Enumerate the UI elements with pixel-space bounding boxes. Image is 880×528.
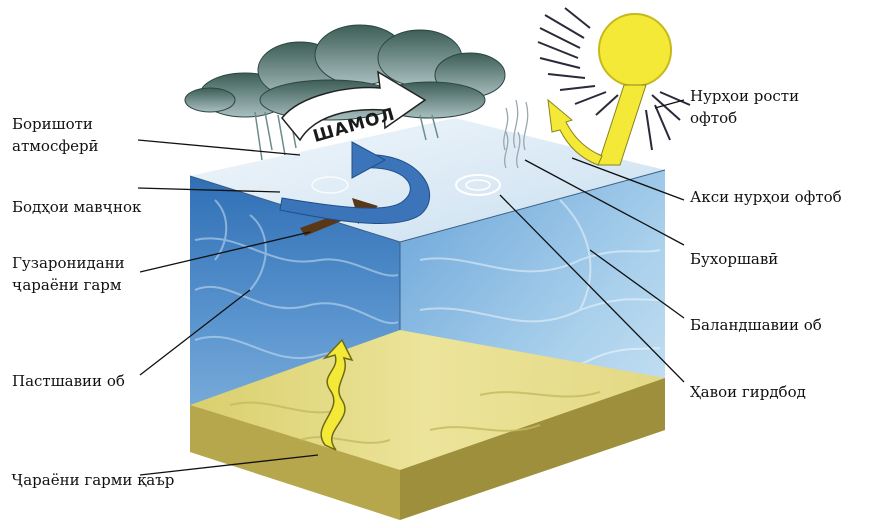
label-reflected-rays: Акси нурҳои офтоб bbox=[690, 188, 842, 206]
sand-side-left bbox=[190, 405, 400, 520]
label-evaporation: Бухоршавӣ bbox=[690, 250, 779, 268]
leader-vortex bbox=[499, 194, 685, 383]
leader-geothermal bbox=[139, 454, 319, 476]
leader-evaporation bbox=[524, 159, 685, 246]
label-downwelling: Пастшавии об bbox=[12, 372, 125, 390]
label-warm-currents-line2: ҷараёни гарм bbox=[12, 276, 122, 294]
label-direct-rays-line1: Нурҳои рости bbox=[690, 87, 800, 105]
label-warm-currents: Гузаронидани ҷараёни гарм bbox=[12, 252, 125, 296]
leader-wind-waves bbox=[137, 187, 281, 193]
leader-atm-precip bbox=[137, 139, 301, 156]
seabed bbox=[190, 330, 665, 520]
label-upwelling: Баландшавии об bbox=[690, 316, 822, 334]
evaporation-squiggles bbox=[503, 99, 529, 169]
label-atm-precip: Боришоти атмосферӣ bbox=[12, 113, 99, 157]
leader-warm-currents bbox=[139, 231, 311, 273]
leader-direct-rays bbox=[654, 99, 685, 109]
sand-top bbox=[190, 330, 665, 470]
label-direct-rays: Нурҳои рости офтоб bbox=[690, 85, 799, 129]
sand-ripples bbox=[229, 391, 601, 444]
label-atm-precip-line2: атмосферӣ bbox=[12, 137, 99, 155]
light-beams bbox=[547, 84, 647, 166]
current-arrow bbox=[279, 141, 431, 225]
label-geothermal: Ҷараёни гарми қаър bbox=[12, 471, 175, 489]
leader-downwelling bbox=[139, 289, 251, 376]
vortex-swirl bbox=[455, 174, 501, 196]
leader-reflected bbox=[571, 157, 685, 201]
label-warm-currents-line1: Гузаронидани bbox=[12, 254, 125, 272]
label-atm-precip-line1: Боришоти bbox=[12, 115, 93, 133]
heat-arrow-icon bbox=[320, 338, 354, 451]
sand-side-right bbox=[400, 378, 665, 520]
surface-swirl bbox=[311, 176, 349, 194]
label-vortex: Ҳавои гирдбод bbox=[690, 383, 806, 401]
label-wind-waves: Бодҳои мавҷнок bbox=[12, 198, 142, 216]
vortex-swirl-inner bbox=[465, 179, 491, 191]
sun-rays bbox=[537, 7, 691, 151]
label-direct-rays-line2: офтоб bbox=[690, 109, 738, 127]
front-wave-lines bbox=[194, 199, 399, 374]
leader-upwelling bbox=[589, 249, 685, 319]
leader-lines bbox=[137, 99, 685, 476]
